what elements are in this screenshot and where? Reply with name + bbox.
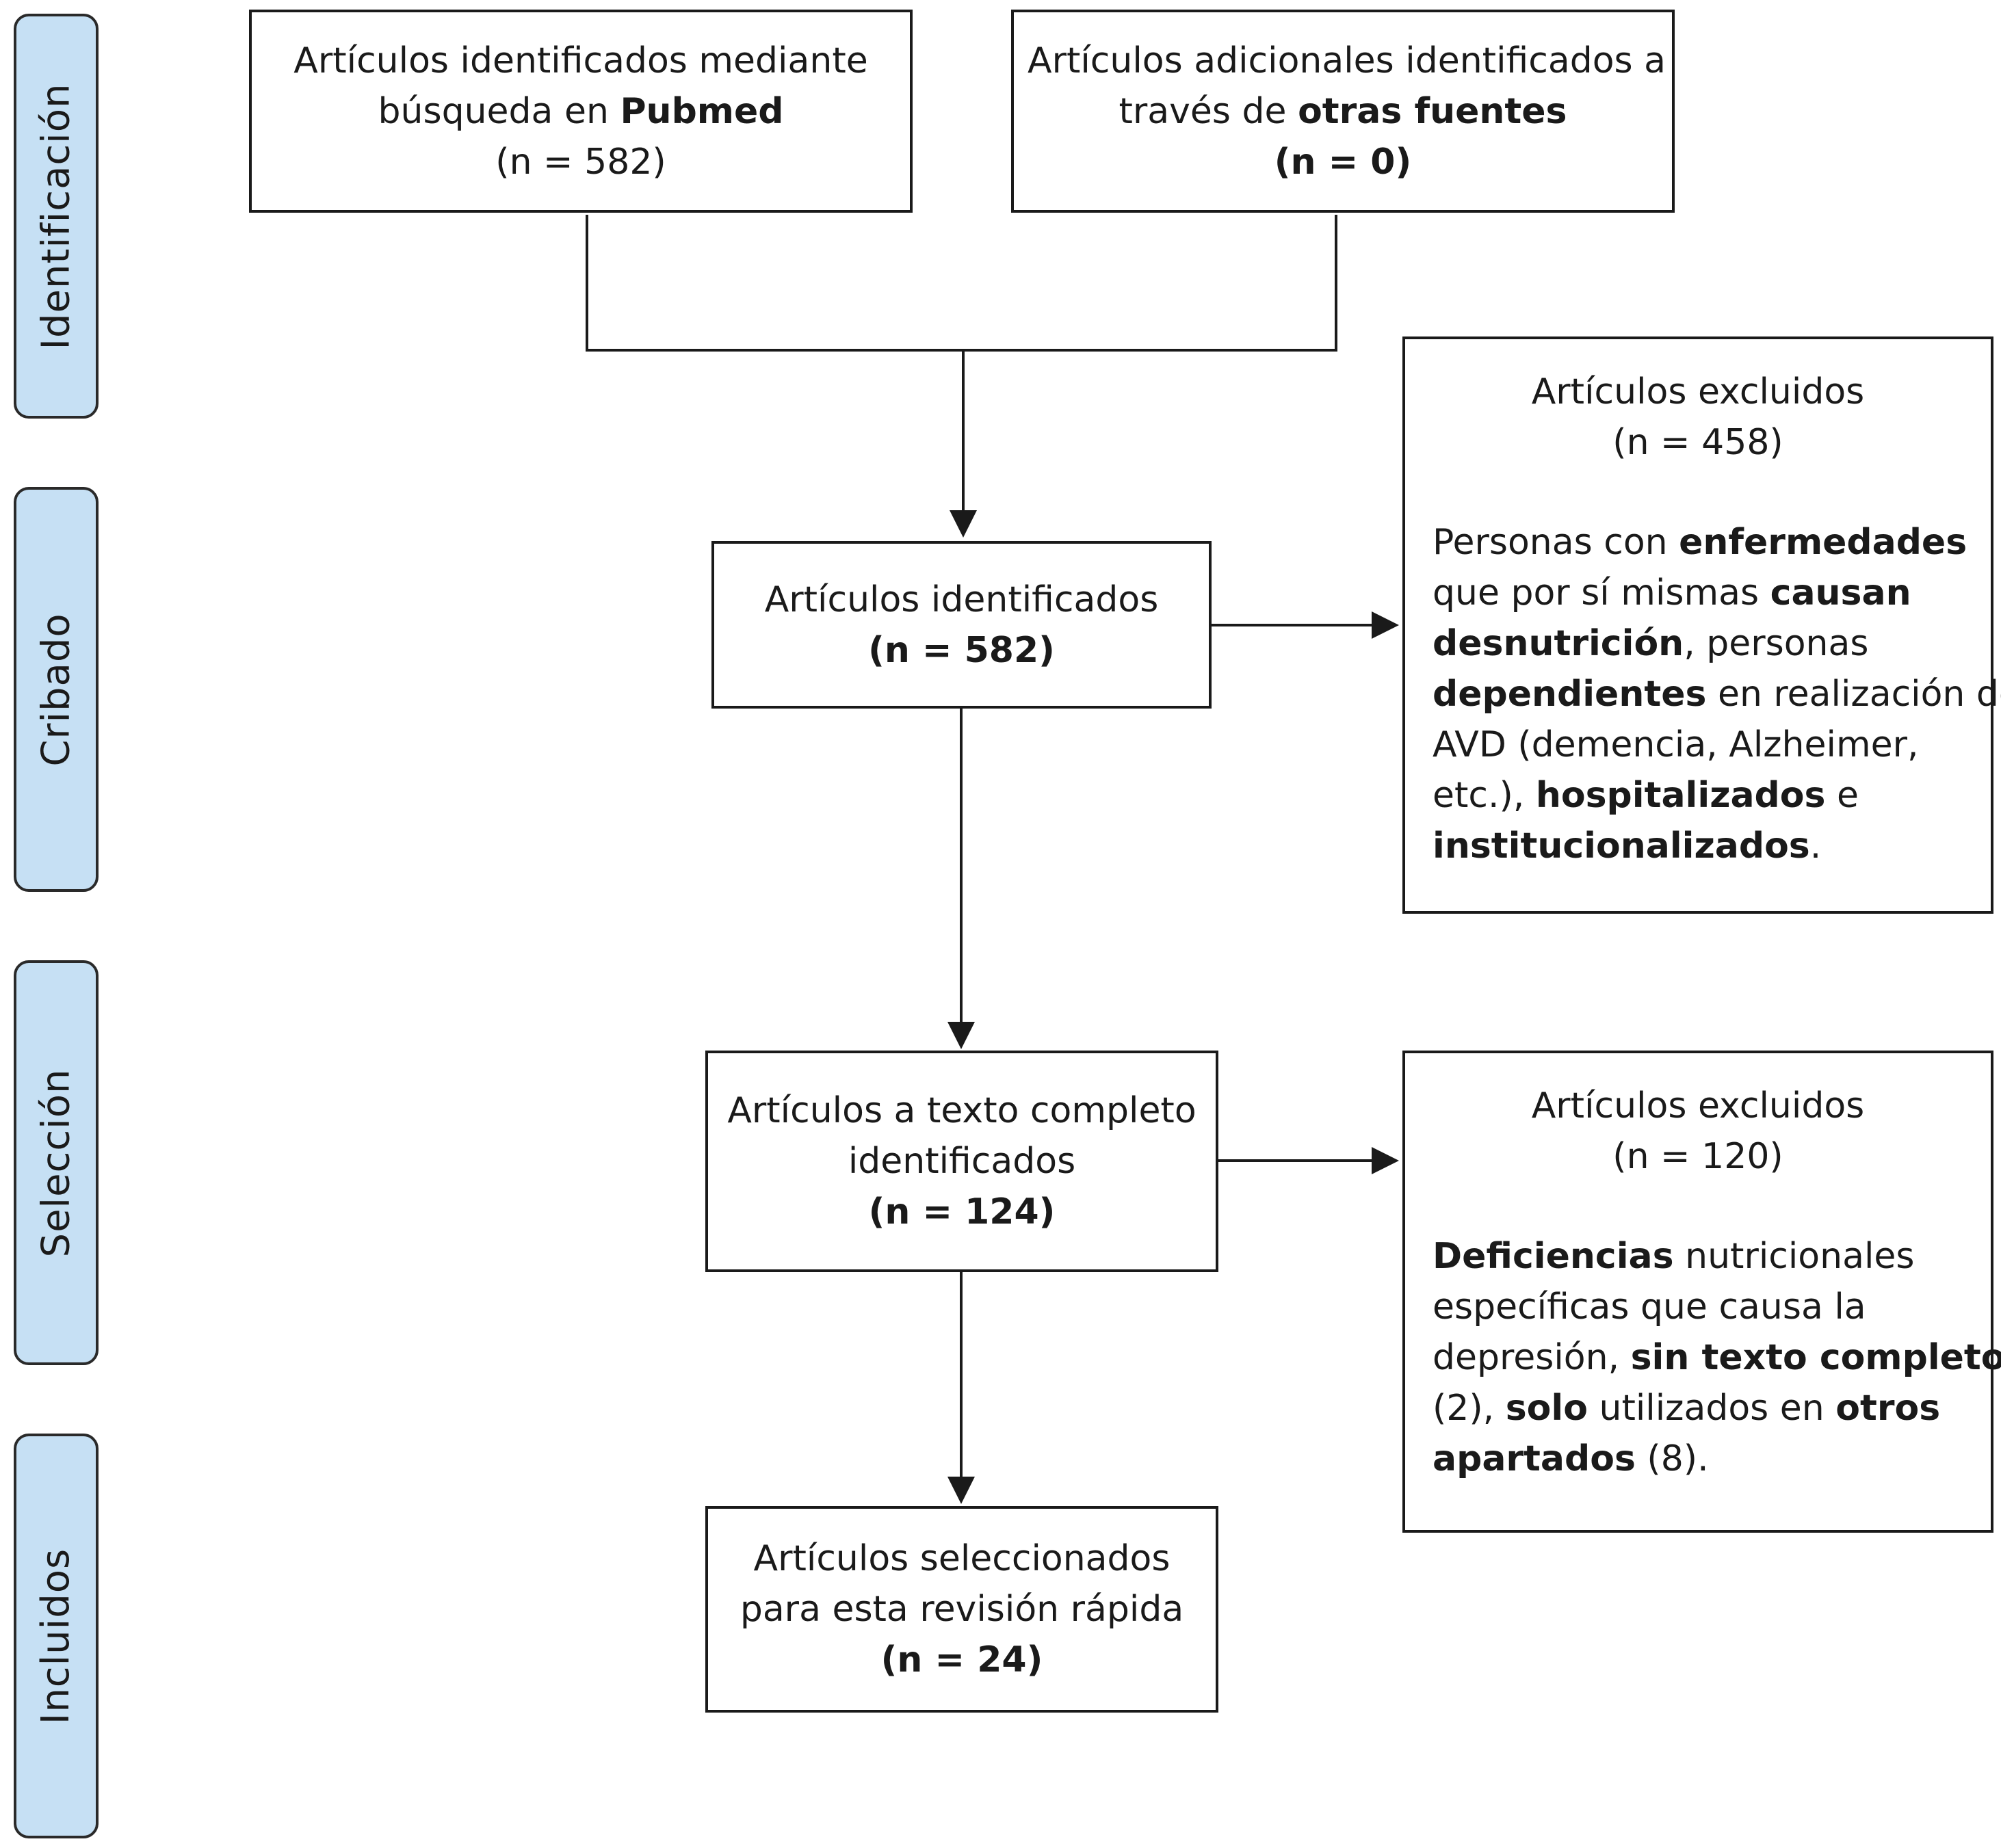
excl2-bold: Deficiencias xyxy=(1433,1236,1674,1277)
other-sources-line-2-text: través de xyxy=(1119,90,1298,132)
excl1-text: , personas xyxy=(1684,623,1869,664)
other-sources-box: Artículos adicionales identificados a tr… xyxy=(1011,10,1675,213)
fulltext-count: (n = 124) xyxy=(868,1191,1056,1232)
excluded-1-reasons: Personas con enfermedades que por sí mis… xyxy=(1433,517,2001,871)
excl1-text: AVD (demencia, Alzheimer, xyxy=(1433,724,1919,765)
pubmed-line-2-text: búsqueda en xyxy=(378,90,620,132)
pubmed-line-2: búsqueda en Pubmed xyxy=(265,86,896,137)
excl2-text: (8). xyxy=(1635,1438,1709,1479)
excl2-text: nutricionales xyxy=(1673,1236,1915,1277)
excluded-eligibility-box: Artículos excluidos (n = 120) Deficienci… xyxy=(1402,1051,2001,1533)
selected-line-1: Artículos seleccionados xyxy=(753,1538,1170,1579)
excl2-text: utilizados en xyxy=(1587,1388,1836,1429)
fulltext-line-2: identificados xyxy=(848,1141,1076,1182)
excl1-text: en realización de xyxy=(1706,674,2001,715)
excl1-bold: hospitalizados xyxy=(1535,775,1826,816)
excl1-text: Personas con xyxy=(1433,522,1679,563)
excl1-text: e xyxy=(1825,775,1859,816)
excl2-text: depresión, xyxy=(1433,1337,1631,1378)
excl1-bold: enfermedades xyxy=(1679,522,1967,563)
phase-identification-label: Identificación xyxy=(34,82,79,350)
phase-identification: Identificación xyxy=(14,14,99,419)
excluded-2-count: (n = 120) xyxy=(1612,1136,1783,1177)
pubmed-records-box: Artículos identificados mediante búsqued… xyxy=(249,10,913,213)
excl1-bold: desnutrición xyxy=(1433,623,1684,664)
identified-label: Artículos identificados xyxy=(764,579,1159,620)
phase-included: Incluidos xyxy=(14,1434,99,1838)
phase-screening: Cribado xyxy=(14,487,99,892)
excl1-text: etc.), xyxy=(1433,775,1536,816)
excluded-2-reasons: Deficiencias nutricionales específicas q… xyxy=(1433,1231,2001,1484)
fulltext-records-box: Artículos a texto completo identificados… xyxy=(705,1051,1218,1272)
excl2-bold: otros xyxy=(1835,1388,1941,1429)
excluded-2-title: Artículos excluidos xyxy=(1531,1085,1865,1126)
phase-included-label: Incluidos xyxy=(34,1548,79,1724)
pubmed-count: (n = 582) xyxy=(495,141,666,183)
excl2-bold: solo xyxy=(1505,1388,1588,1429)
identified-records-box: Artículos identificados (n = 582) xyxy=(711,541,1212,709)
excl1-text: que por sí mismas xyxy=(1433,572,1770,613)
excl2-bold: apartados xyxy=(1433,1438,1636,1479)
fulltext-line-1: Artículos a texto completo xyxy=(727,1090,1196,1131)
other-sources-line-1: Artículos adicionales identificados a xyxy=(1028,40,1666,81)
excl1-text: . xyxy=(1809,826,1822,867)
excluded-screening-box: Artículos excluidos (n = 458) Personas c… xyxy=(1402,336,2001,914)
other-sources-count: (n = 0) xyxy=(1274,141,1412,183)
excl1-bold: institucionalizados xyxy=(1433,826,1810,867)
merge-connector xyxy=(586,215,1337,352)
phase-screening-label: Cribado xyxy=(34,612,79,767)
selected-count: (n = 24) xyxy=(880,1639,1043,1680)
other-sources-line-2: través de otras fuentes xyxy=(1028,86,1658,137)
identified-count: (n = 582) xyxy=(868,629,1055,671)
excl2-text: específicas que causa la xyxy=(1433,1286,1866,1328)
excluded-1-title: Artículos excluidos xyxy=(1531,371,1865,412)
excl2-text: (2), xyxy=(1433,1388,1506,1429)
selected-line-2: para esta revisión rápida xyxy=(740,1589,1184,1630)
pubmed-source-name: Pubmed xyxy=(620,90,784,132)
pubmed-line-1: Artículos identificados mediante xyxy=(293,40,868,81)
excl2-bold: sin texto completo xyxy=(1630,1337,2001,1378)
phase-selection: Selección xyxy=(14,960,99,1365)
excluded-1-count: (n = 458) xyxy=(1612,422,1783,463)
excl1-bold: causan xyxy=(1770,572,1911,613)
excl1-bold: dependientes xyxy=(1433,674,1707,715)
phase-selection-label: Selección xyxy=(34,1068,79,1257)
other-sources-name: otras fuentes xyxy=(1298,90,1567,132)
selected-records-box: Artículos seleccionados para esta revisi… xyxy=(705,1506,1218,1713)
